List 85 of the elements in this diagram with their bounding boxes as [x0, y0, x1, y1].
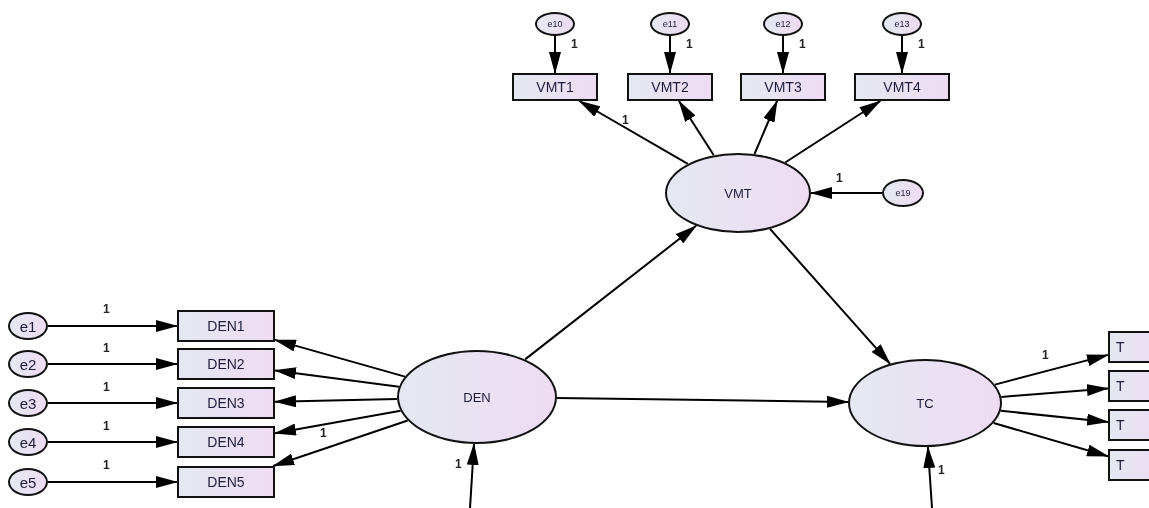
- arrow: [992, 422, 1109, 458]
- variable-label: e3: [19, 395, 37, 411]
- arrow: [272, 419, 409, 467]
- variable-label: e12: [775, 19, 791, 29]
- error-term-circle: [8, 468, 48, 496]
- path-coefficient-label: 1: [1042, 349, 1049, 361]
- observed-variable-box: [177, 310, 275, 342]
- variable-label: e1: [19, 318, 37, 334]
- path-coefficient-label: 1: [103, 303, 110, 315]
- arrow: [556, 395, 849, 408]
- arrow: [1000, 384, 1109, 398]
- path-coefficient-label: 1: [103, 420, 110, 432]
- path-coefficient-label: 1: [799, 38, 806, 50]
- arrow: [47, 436, 178, 448]
- arrow: [47, 358, 178, 370]
- arrow: [466, 443, 479, 508]
- error-term-circle: [882, 179, 924, 207]
- variable-label: DEN: [463, 390, 491, 404]
- variable-label: VMT4: [883, 80, 921, 94]
- arrow: [896, 35, 908, 74]
- path-coefficient-label: 1: [320, 427, 327, 439]
- arrow: [753, 100, 779, 155]
- variable-label: TC: [916, 396, 934, 410]
- error-term-circle: [8, 350, 48, 378]
- path-coefficient-label: 1: [918, 38, 925, 50]
- variable-label: T: [1116, 340, 1125, 354]
- path-coefficient-label: 1: [938, 464, 945, 476]
- path-coefficient-label: 1: [836, 172, 843, 184]
- arrow: [784, 100, 882, 164]
- variable-label: T: [1116, 458, 1125, 472]
- variable-label: e4: [19, 434, 37, 450]
- arrow: [923, 446, 936, 508]
- arrow: [664, 35, 676, 74]
- path-coefficient-label: 1: [103, 381, 110, 393]
- arrow: [274, 367, 400, 388]
- variable-label: VMT3: [764, 80, 802, 94]
- arrow: [810, 187, 883, 199]
- path-coefficient-label: 1: [571, 38, 578, 50]
- observed-variable-box: [854, 73, 950, 101]
- variable-label: VMT1: [536, 80, 574, 94]
- variable-label: e2: [19, 356, 37, 372]
- variable-label: T: [1116, 379, 1125, 393]
- observed-variable-box: [177, 426, 275, 458]
- error-term-circle: [8, 312, 48, 340]
- path-coefficient-label: 1: [686, 38, 693, 50]
- observed-variable-box: [177, 387, 275, 419]
- variable-label: e13: [894, 19, 910, 29]
- variable-label: DEN5: [207, 475, 245, 489]
- variable-label: T: [1116, 418, 1125, 432]
- arrow: [549, 35, 561, 74]
- variable-label: e10: [547, 19, 563, 29]
- error-term-circle: [650, 12, 690, 36]
- arrow: [274, 409, 402, 436]
- arrow: [47, 476, 178, 488]
- arrow: [769, 227, 892, 365]
- variable-label: DEN4: [207, 435, 245, 449]
- error-term-circle: [535, 12, 575, 36]
- arrow: [524, 224, 698, 361]
- variable-label: DEN2: [207, 357, 245, 371]
- arrow: [47, 397, 178, 409]
- path-coefficient-label: 1: [103, 342, 110, 354]
- error-term-circle: [8, 389, 48, 417]
- variable-label: DEN1: [207, 319, 245, 333]
- variable-label: VMT: [724, 186, 752, 200]
- variable-label: DEN3: [207, 396, 245, 410]
- arrow: [274, 395, 399, 408]
- arrow: [47, 320, 178, 332]
- variable-label: e5: [19, 474, 37, 490]
- variable-label: e19: [895, 188, 911, 198]
- observed-variable-box: [177, 466, 275, 498]
- error-term-circle: [882, 12, 922, 36]
- arrow: [274, 338, 406, 378]
- path-coefficient-label: 1: [622, 114, 629, 126]
- observed-variable-box: [512, 73, 598, 101]
- variable-label: VMT2: [651, 80, 689, 94]
- arrow: [578, 100, 689, 165]
- observed-variable-box: [177, 348, 275, 380]
- path-coefficient-label: 1: [103, 459, 110, 471]
- error-term-circle: [763, 12, 803, 36]
- arrow: [777, 35, 789, 74]
- observed-variable-box: [627, 73, 713, 101]
- path-coefficient-label: 1: [455, 458, 462, 470]
- variable-label: e11: [662, 19, 678, 29]
- observed-variable-box: [740, 73, 826, 101]
- error-term-circle: [8, 428, 48, 456]
